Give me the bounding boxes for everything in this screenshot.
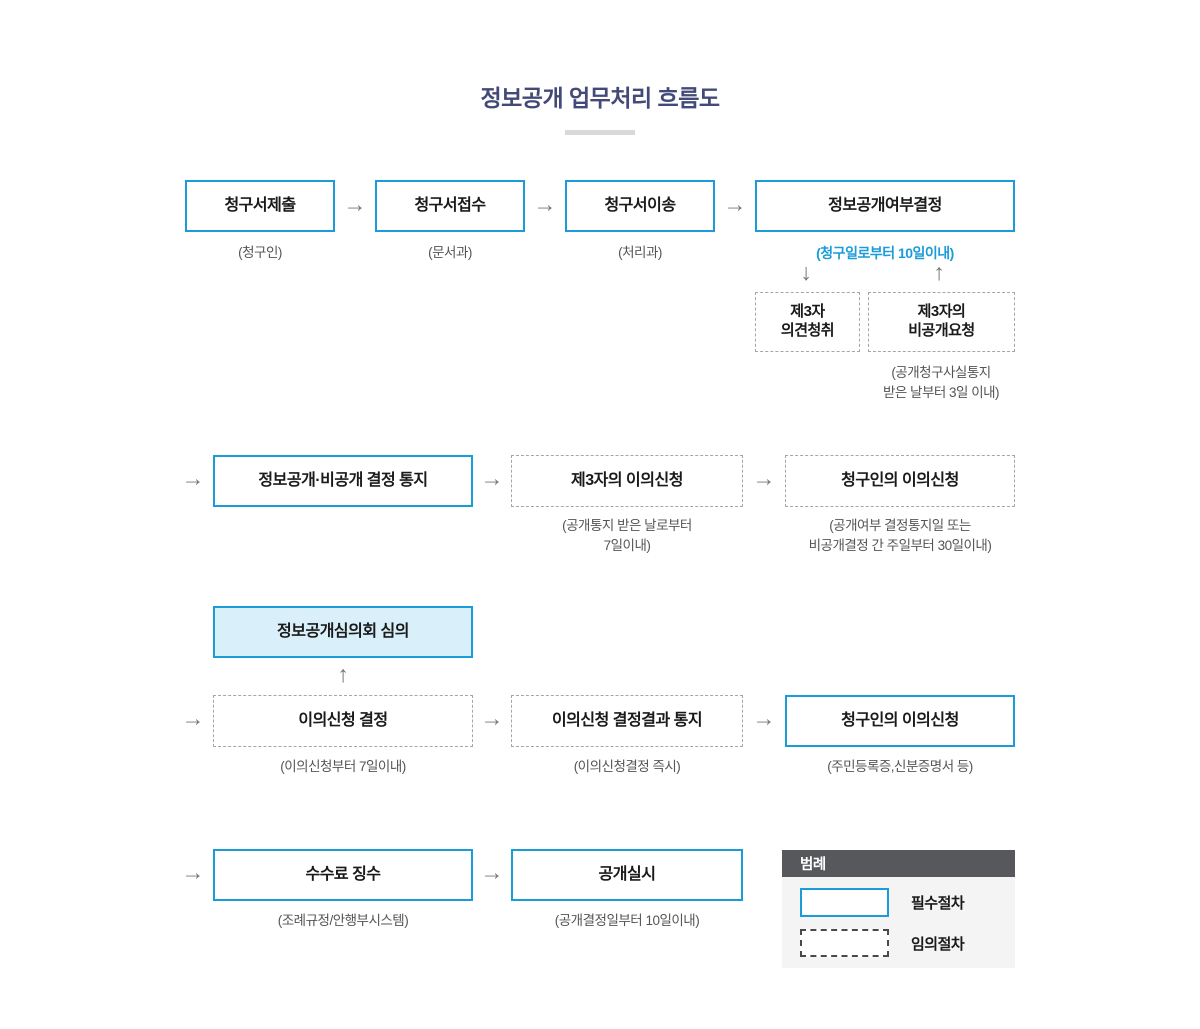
arrow-up-icon: ↑ (337, 661, 349, 687)
caption-objection-result-immediate: (이의신청결정 즉시) (573, 759, 681, 774)
flow-box-objection-result-notice: 이의신청 결정결과 통지 (511, 695, 743, 747)
caption-id-documents: (주민등록증,신분증명서 등) (827, 759, 973, 774)
flow-box-claimant-objection: 청구인의 이의신청 (785, 455, 1015, 507)
legend-header: 범례 (782, 850, 1015, 877)
legend-row-required: 필수절차 (800, 888, 1015, 917)
flow-box-claimant-objection-2: 청구인의 이의신청 (785, 695, 1015, 747)
arrow-up-icon: ↑ (933, 259, 945, 285)
legend: 범례 필수절차 임의절차 (782, 850, 1015, 968)
arrow-right-icon: → (181, 705, 205, 731)
title-divider (565, 130, 635, 135)
flow-box-disclosure-committee-review: 정보공개심의회 심의 (213, 606, 473, 658)
flow-box-third-party-nondisclosure-request: 제3자의 비공개요청 (868, 292, 1015, 352)
caption-third-party-objection-deadline: (공개통지 받은 날로부터 7일이내) (562, 518, 692, 553)
caption-document-dept: (문서과) (428, 245, 472, 260)
legend-optional-label: 임의절차 (911, 935, 965, 953)
caption-claimant-objection-deadline: (공개여부 결정통지일 또는 비공개결정 간 주일부터 30일이내) (808, 518, 992, 553)
flow-box-disclosure-decision: 정보공개여부결정 (755, 180, 1015, 232)
caption-handling-dept: (처리과) (618, 245, 662, 260)
legend-required-label: 필수절차 (911, 895, 965, 912)
page-title: 정보공개 업무처리 흐름도 (480, 85, 720, 111)
legend-row-optional: 임의절차 (800, 929, 1015, 957)
flow-box-disclosure-implementation: 공개실시 (511, 849, 743, 901)
flow-box-objection-decision: 이의신청 결정 (213, 695, 473, 747)
arrow-right-icon: → (181, 859, 205, 885)
arrow-right-icon: → (480, 465, 504, 491)
arrow-right-icon: → (723, 191, 747, 217)
arrow-right-icon: → (480, 859, 504, 885)
arrow-down-icon: ↓ (800, 259, 812, 285)
flow-box-decision-notice: 정보공개·비공개 결정 통지 (213, 455, 473, 507)
caption-claimant: (청구인) (238, 245, 282, 260)
arrow-right-icon: → (181, 465, 205, 491)
caption-implementation-deadline: (공개결정일부터 10일이내) (554, 913, 700, 928)
arrow-right-icon: → (752, 705, 776, 731)
caption-decision-deadline: (청구일로부터 10일이내) (816, 245, 954, 261)
arrow-right-icon: → (343, 191, 367, 217)
caption-objection-decision-deadline: (이의신청부터 7일이내) (280, 759, 406, 774)
flow-box-request-receive: 청구서접수 (375, 180, 525, 232)
arrow-right-icon: → (480, 705, 504, 731)
legend-required-sample-box (800, 888, 889, 917)
flow-box-request-submit: 청구서제출 (185, 180, 335, 232)
legend-body: 필수절차 임의절차 (782, 877, 1015, 968)
legend-optional-sample-box (800, 929, 889, 957)
caption-third-party-deadline: (공개청구사실통지 받은 날부터 3일 이내) (882, 365, 1000, 400)
flow-box-third-party-objection: 제3자의 이의신청 (511, 455, 743, 507)
flow-box-request-transfer: 청구서이송 (565, 180, 715, 232)
flow-box-third-party-opinion: 제3자 의견청취 (755, 292, 860, 352)
flow-box-fee-collection: 수수료 징수 (213, 849, 473, 901)
caption-fee-regulation: (조례규정/안행부시스템) (277, 913, 409, 928)
arrow-right-icon: → (752, 465, 776, 491)
arrow-right-icon: → (533, 191, 557, 217)
